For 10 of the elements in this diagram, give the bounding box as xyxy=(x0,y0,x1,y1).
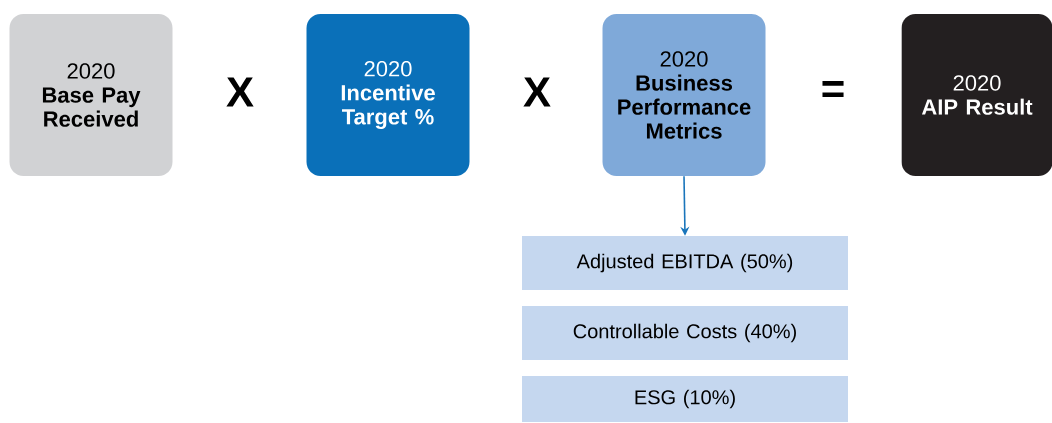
operator-symbol: = xyxy=(822,81,844,97)
rounded-box: 2020 AIP Result xyxy=(901,14,1052,176)
metric-bar: Controllable Costs (40%) xyxy=(522,306,848,360)
operator-symbol: X xyxy=(226,77,254,107)
operator-symbol: X xyxy=(523,77,551,107)
metric-bar: ESG (10%) xyxy=(522,376,848,422)
rounded-box: 2020 Base Pay Received xyxy=(9,14,173,176)
metric-bar: Adjusted EBITDA (50%) xyxy=(522,236,848,290)
rounded-box: 2020 Business Performance Metrics xyxy=(602,14,766,176)
rounded-box: 2020 Incentive Target % xyxy=(306,14,470,176)
